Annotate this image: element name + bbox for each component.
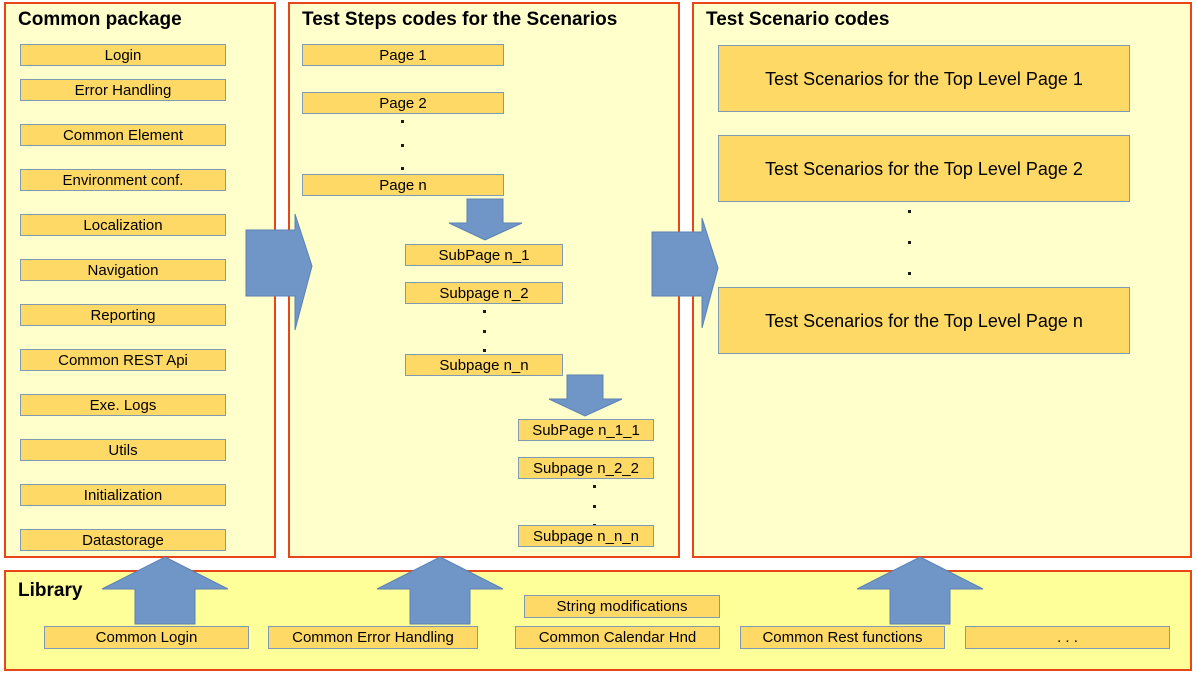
common-item-environment-conf[interactable]: Environment conf. — [20, 169, 226, 191]
panel-test-scenarios: Test Scenario codes Test Scenarios for t… — [692, 2, 1192, 558]
common-item-error-handling[interactable]: Error Handling — [20, 79, 226, 101]
steps-page-n[interactable]: Page n — [302, 174, 504, 196]
panel-common-package: Common package Login Error Handling Comm… — [4, 2, 276, 558]
steps-subpage-n-2-2[interactable]: Subpage n_2_2 — [518, 457, 654, 479]
common-item-reporting[interactable]: Reporting — [20, 304, 226, 326]
library-item-string-modifications[interactable]: String modifications — [524, 595, 720, 618]
steps-subpage-n-n[interactable]: Subpage n_n — [405, 354, 563, 376]
library-item-more[interactable]: . . . — [965, 626, 1170, 649]
steps-subpage-n-n-n[interactable]: Subpage n_n_n — [518, 525, 654, 547]
arrow-up-library-to-steps — [375, 556, 505, 626]
steps-level3-ellipsis — [592, 485, 596, 527]
scenario-top-level-page-1[interactable]: Test Scenarios for the Top Level Page 1 — [718, 45, 1130, 112]
panel-test-scenarios-title: Test Scenario codes — [706, 9, 890, 30]
common-item-common-element[interactable]: Common Element — [20, 124, 226, 146]
common-item-localization[interactable]: Localization — [20, 214, 226, 236]
common-item-utils[interactable]: Utils — [20, 439, 226, 461]
panel-test-steps: Test Steps codes for the Scenarios Page … — [288, 2, 680, 558]
common-item-datastorage[interactable]: Datastorage — [20, 529, 226, 551]
scenario-top-level-page-2[interactable]: Test Scenarios for the Top Level Page 2 — [718, 135, 1130, 202]
common-item-initialization[interactable]: Initialization — [20, 484, 226, 506]
panel-library-title: Library — [18, 580, 83, 601]
arrow-right-common-to-steps — [244, 213, 314, 334]
arrow-right-steps-to-scenarios — [650, 217, 720, 330]
steps-level2-ellipsis — [482, 310, 486, 352]
scenario-top-level-page-n[interactable]: Test Scenarios for the Top Level Page n — [718, 287, 1130, 354]
steps-page-2[interactable]: Page 2 — [302, 92, 504, 114]
common-item-login[interactable]: Login — [20, 44, 226, 66]
steps-subpage-n-1-1[interactable]: SubPage n_1_1 — [518, 419, 654, 441]
steps-subpage-n-1[interactable]: SubPage n_1 — [405, 244, 563, 266]
panel-test-steps-title: Test Steps codes for the Scenarios — [302, 9, 618, 30]
library-item-common-calendar-hnd[interactable]: Common Calendar Hnd — [515, 626, 720, 649]
common-item-navigation[interactable]: Navigation — [20, 259, 226, 281]
library-item-common-error-handling[interactable]: Common Error Handling — [268, 626, 478, 649]
arrow-up-library-to-common — [100, 556, 230, 626]
common-item-exe-logs[interactable]: Exe. Logs — [20, 394, 226, 416]
steps-level1-ellipsis — [400, 120, 404, 170]
panel-library: Library Common Login Common Error Handli… — [4, 570, 1192, 671]
arrow-down-page-to-subpage — [448, 198, 524, 242]
steps-subpage-n-2[interactable]: Subpage n_2 — [405, 282, 563, 304]
common-item-common-rest-api[interactable]: Common REST Api — [20, 349, 226, 371]
library-item-common-login[interactable]: Common Login — [44, 626, 249, 649]
scenario-ellipsis — [907, 210, 911, 275]
library-item-common-rest-functions[interactable]: Common Rest functions — [740, 626, 945, 649]
steps-page-1[interactable]: Page 1 — [302, 44, 504, 66]
arrow-down-subpage-to-subsubpage — [548, 374, 624, 418]
arrow-up-library-to-scenarios — [855, 556, 985, 626]
panel-common-package-title: Common package — [18, 9, 182, 30]
